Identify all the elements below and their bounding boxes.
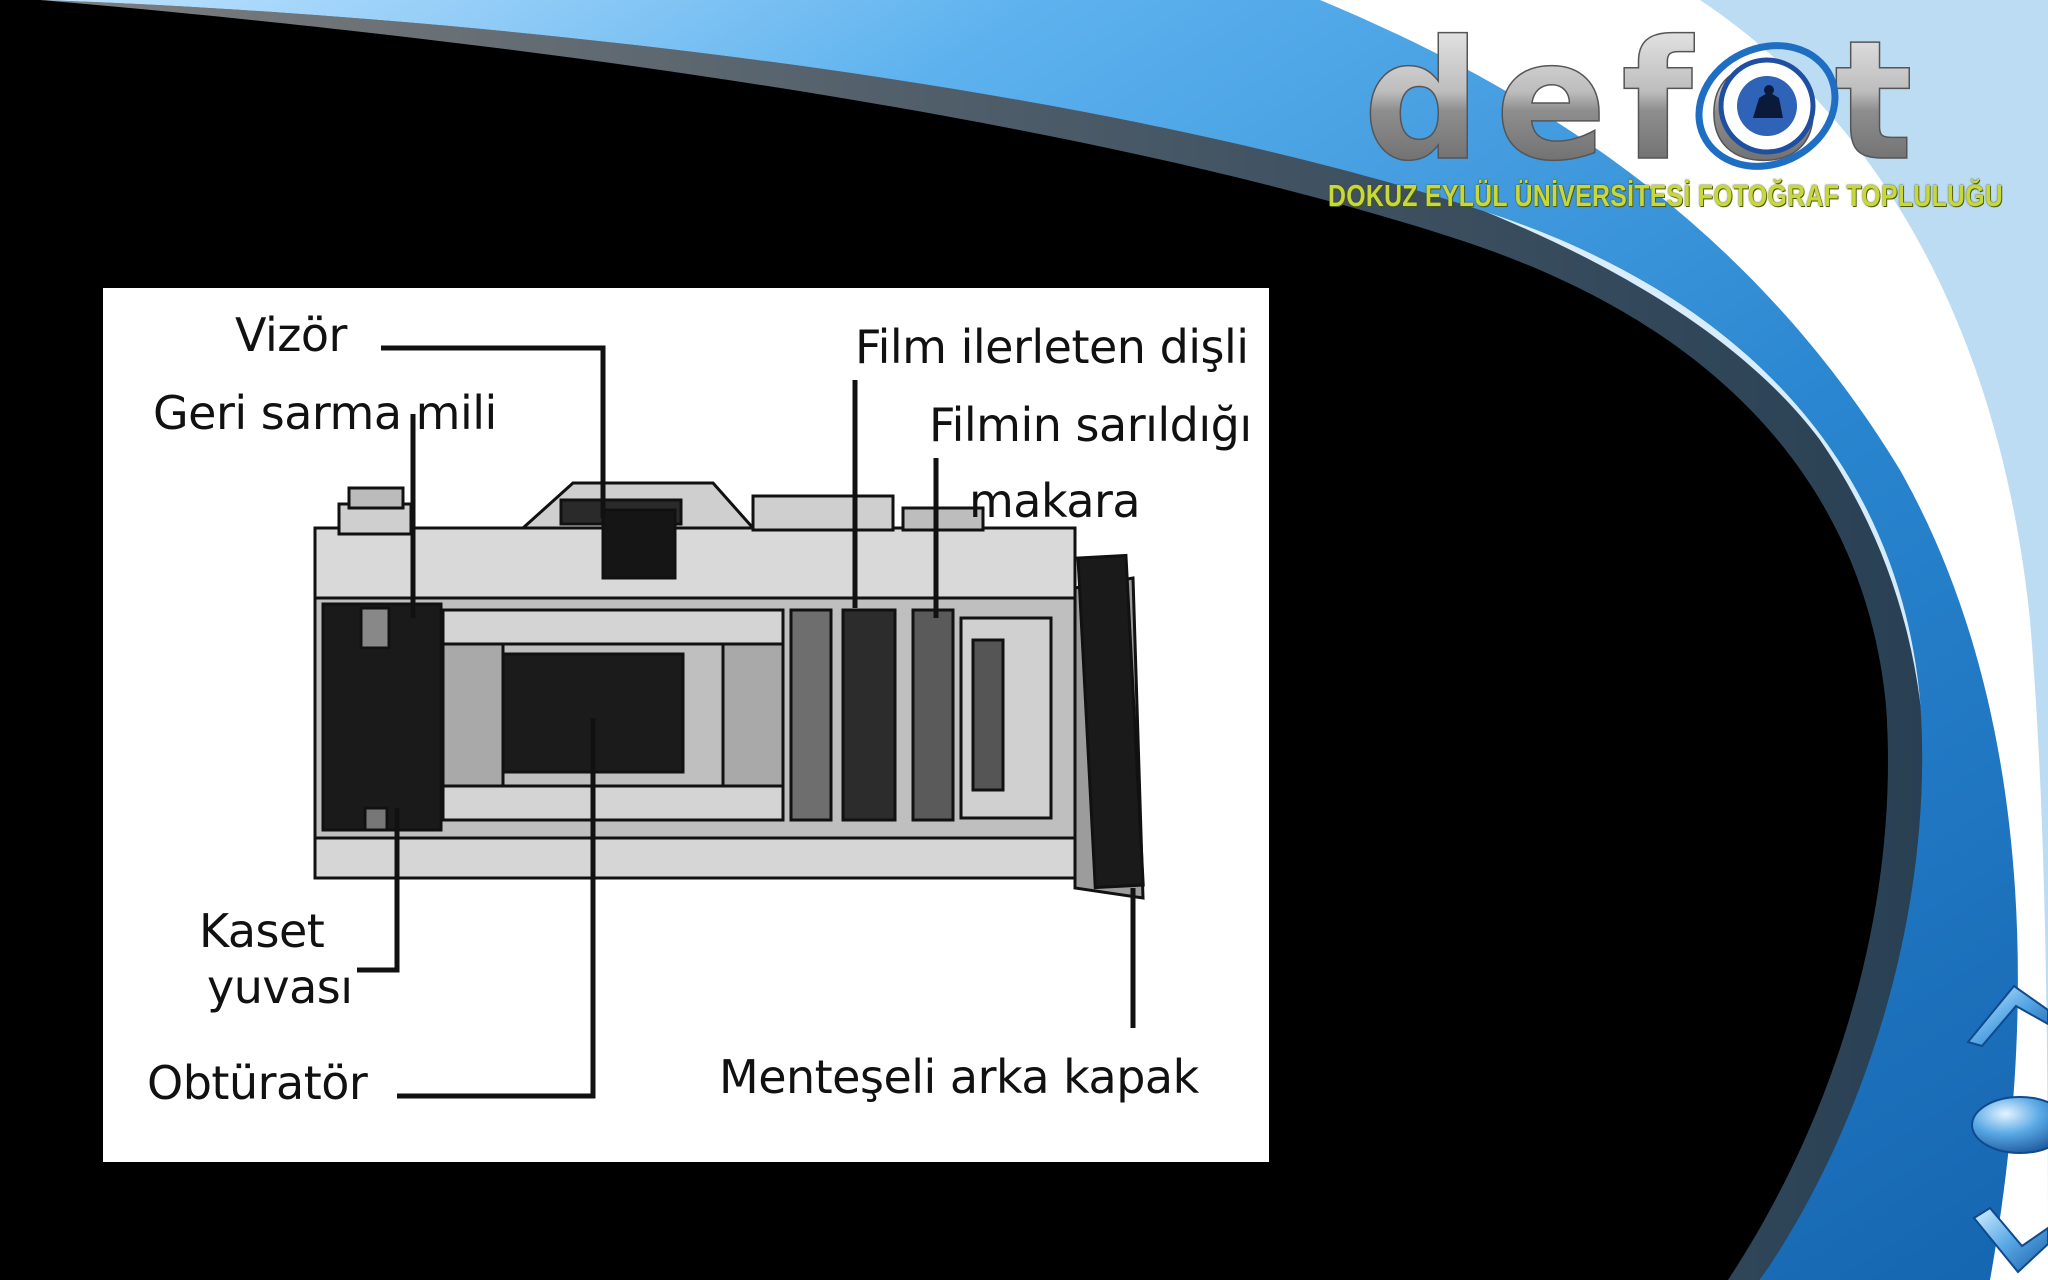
university-seal-icon: [1721, 60, 1813, 152]
logo-word-text: defot: [1363, 18, 1927, 188]
nav-up-icon[interactable]: [1962, 980, 2048, 1050]
logo-subtitle: DOKUZ EYLÜL ÜNİVERSİTESİ FOTOĞRAF TOPLUL…: [1328, 178, 1864, 214]
label-vizor: Vizör: [235, 310, 347, 361]
label-obturator: Obtüratör: [147, 1058, 367, 1109]
label-yuvasi: yuvası: [207, 962, 353, 1013]
viewfinder-window: [603, 510, 675, 578]
nav-home-icon[interactable]: [1970, 1090, 2048, 1160]
label-kaset: Kaset: [199, 906, 324, 957]
nav-down-icon[interactable]: [1970, 1200, 2048, 1280]
label-film-ilerleten-disli: Film ilerleten dişli: [855, 322, 1249, 373]
camera-diagram: Vizör Geri sarma mili Film ilerleten diş…: [103, 288, 1269, 1162]
label-makara: makara: [969, 476, 1140, 527]
defot-logo: defot: [1355, 18, 1975, 188]
label-geri-sarma-mili: Geri sarma mili: [153, 388, 497, 439]
camera-body: [315, 483, 1143, 898]
label-filmin-sarildigi: Filmin sarıldığı: [929, 400, 1252, 451]
label-menteseli-arka-kapak: Menteşeli arka kapak: [719, 1052, 1199, 1103]
